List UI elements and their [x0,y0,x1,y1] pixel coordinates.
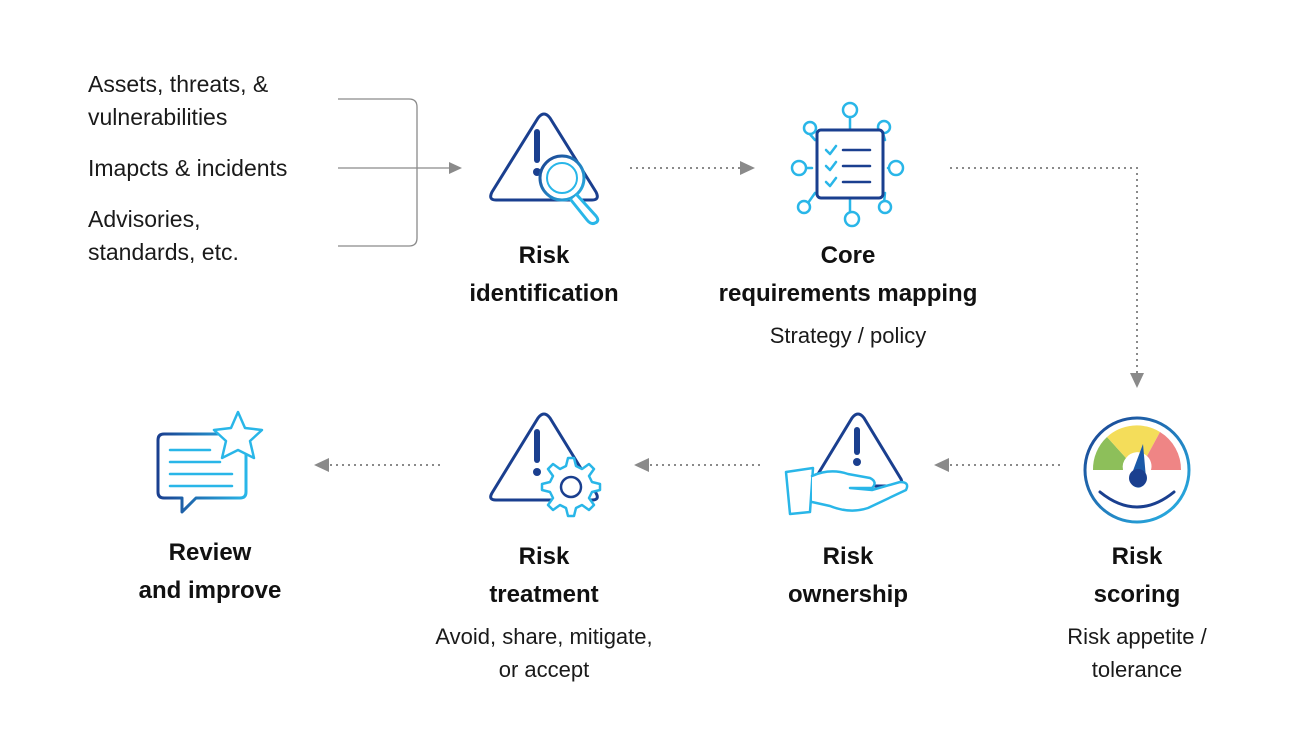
step-subtitle-line2: tolerance [1091,657,1183,682]
step-title-line2: scoring [1093,581,1181,608]
warning-gear-icon [489,412,602,518]
checklist-network-icon [790,101,905,228]
flow-arrows [327,167,1138,466]
step-title-line2: requirements mapping [718,280,978,307]
input-bracket [338,98,452,247]
input-arrow-head [449,162,462,174]
step-subtitle-line1: Avoid, share, mitigate, [435,624,653,649]
gauge-icon [1083,416,1191,524]
step-title-line1: Review [168,539,252,566]
arrow-mapping-to-scoring [950,167,1138,375]
step-subtitle: Strategy / policy [769,323,927,348]
step-risk-identification: Risk identification [434,237,654,313]
step-subtitle-line1: Risk appetite / [1067,624,1207,649]
step-title-line2: ownership [787,581,908,608]
step-title-line1: Core [820,242,876,269]
step-subtitle-line2: or accept [498,657,590,682]
step-title-line1: Risk [518,543,570,570]
step-title-line1: Risk [1111,543,1163,570]
step-title-line2: treatment [489,581,599,608]
arrow-heads [314,161,1144,472]
input-assets-threats: Assets, threats, & vulnerabilities [88,71,269,130]
step-title-line1: Risk [822,543,874,570]
step-core-requirements-mapping: Core requirements mapping Strategy / pol… [688,237,1008,352]
hand-warning-icon [784,412,909,516]
step-risk-ownership: Risk ownership [748,538,948,614]
step-risk-treatment: Risk treatment Avoid, share, mitigate, o… [404,538,684,686]
step-title-line2: and improve [138,577,282,604]
input-advisories-standards: Advisories, standards, etc. [88,206,239,265]
step-risk-scoring: Risk scoring Risk appetite / tolerance [1037,538,1237,686]
step-title-line1: Risk [518,242,570,269]
step-review-and-improve: Review and improve [110,534,310,610]
chat-star-icon [156,410,264,514]
warning-magnifier-icon [489,112,600,226]
step-title-line2: identification [469,280,619,307]
input-impacts-incidents: Imapcts & incidents [88,155,288,181]
